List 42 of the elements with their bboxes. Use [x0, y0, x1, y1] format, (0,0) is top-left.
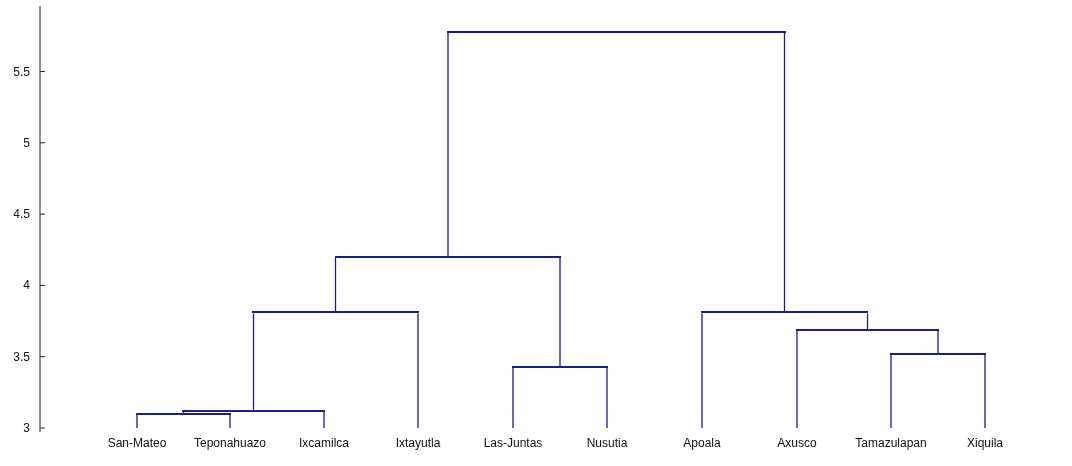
dendrogram-branch: [252, 312, 255, 412]
dendrogram-branch: [559, 257, 561, 368]
dendrogram-branch: [229, 414, 231, 429]
axis-tick-label: 3: [22, 421, 30, 435]
leaf-label: Apoala: [683, 436, 721, 450]
dendrogram-branch: [323, 411, 325, 429]
dendrogram-branch: [890, 354, 892, 429]
dendrogram-branch: [512, 367, 514, 429]
cluster-link: [182, 409, 325, 412]
dendrogram-branch: [606, 367, 608, 429]
leaf-label: Nusutia: [586, 436, 628, 450]
leaf-label: Ixcamilca: [299, 436, 349, 450]
cluster-link: [512, 365, 608, 368]
dendrogram-branch: [417, 312, 419, 429]
dendrogram-branch: [136, 414, 138, 429]
axis-tick-label: 5.5: [12, 64, 30, 79]
dendrogram-branch: [334, 257, 337, 314]
cluster-link: [796, 328, 939, 331]
leaf-label: San-Mateo: [107, 436, 167, 450]
axis-tick-label: 5: [22, 135, 30, 150]
cluster-link: [252, 311, 419, 314]
dendrogram-branch: [182, 411, 185, 415]
dendrogram-branch: [937, 329, 939, 355]
cluster-link: [447, 30, 786, 33]
cluster-link: [701, 311, 868, 314]
axis-tick-label: 4.5: [12, 207, 30, 222]
axis-tick-label: 4: [22, 278, 30, 293]
leaf-label: Axusco: [777, 436, 817, 450]
leaf-label: Ixtayutla: [395, 436, 441, 450]
dendrogram-branch: [796, 329, 798, 429]
dendrogram-branch: [701, 312, 703, 429]
leaf-label: Las-Juntas: [483, 436, 543, 450]
leaf-label: Tamazulapan: [855, 436, 927, 450]
dendrogram-branch: [447, 31, 449, 258]
cluster-link: [335, 255, 561, 258]
leaf-label: Xiquila: [967, 436, 1003, 450]
cluster-link: [136, 412, 231, 415]
dendrogram-branch: [783, 31, 786, 314]
axis-tick-label: 3.5: [12, 349, 30, 364]
dendrogram-branch: [984, 354, 986, 429]
leaf-label: Teponahuazo: [193, 436, 267, 450]
cluster-link: [890, 352, 986, 355]
